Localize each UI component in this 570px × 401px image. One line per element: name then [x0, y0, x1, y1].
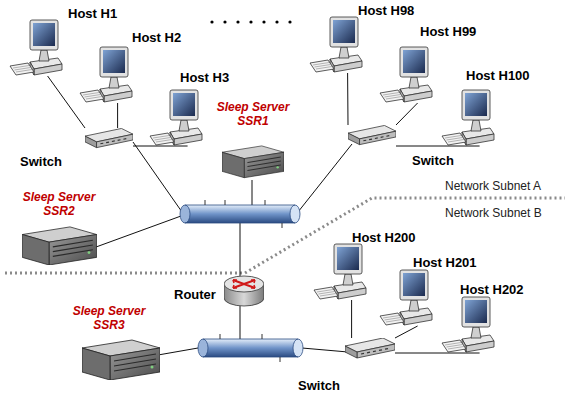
host-label: Host H98: [358, 3, 414, 18]
host-label: Host H202: [460, 282, 524, 297]
host-node: Host H98: [308, 15, 363, 75]
network-cable: [347, 73, 348, 125]
host-node: Host H100: [440, 88, 495, 148]
network-cable: [351, 300, 352, 338]
server-node: Sleep Server SSR3: [82, 338, 160, 380]
server-label: Sleep Server SSR3: [68, 304, 150, 332]
network-cable: [117, 103, 118, 128]
switch-label: Switch: [20, 154, 62, 169]
host-label: Host H200: [352, 230, 416, 245]
server-label: Sleep Server SSR2: [18, 190, 100, 218]
network-cable: [395, 326, 418, 338]
host-label: Host H2: [132, 30, 181, 45]
host-node: Host H99: [378, 45, 433, 105]
host-label: Host H99: [420, 24, 476, 39]
network-cable: [396, 103, 418, 125]
switch-node: Switch: [85, 128, 133, 150]
host-label: Host H1: [68, 6, 117, 21]
network-cable: [133, 146, 188, 147]
switch-node: Switch: [348, 125, 396, 147]
router-label: Router: [174, 287, 216, 302]
host-node: Host H201: [378, 268, 433, 328]
server-node: Sleep Server SSR1: [222, 140, 284, 182]
host-label: Host H3: [180, 70, 229, 85]
network-cable: [395, 353, 480, 354]
host-node: Host H1: [8, 18, 63, 78]
host-label: Host H201: [413, 255, 477, 270]
router-node: Router: [224, 275, 264, 307]
switch-node: Switch: [345, 338, 395, 360]
subnet-label: Network Subnet A: [445, 179, 541, 193]
host-label: Host H100: [466, 68, 530, 83]
server-label: Sleep Server SSR1: [212, 100, 294, 128]
host-node: Host H3: [148, 88, 203, 148]
switch-label: Switch: [412, 153, 454, 168]
host-node: Host H202: [440, 295, 495, 355]
server-node: Sleep Server SSR2: [22, 225, 97, 265]
network-cable: [396, 146, 480, 147]
host-node: Host H2: [78, 45, 133, 105]
switch-label: Switch: [298, 378, 340, 393]
host-node: Host H200: [312, 242, 367, 302]
network-cable: [48, 76, 85, 128]
subnet-label: Network Subnet B: [445, 206, 542, 220]
